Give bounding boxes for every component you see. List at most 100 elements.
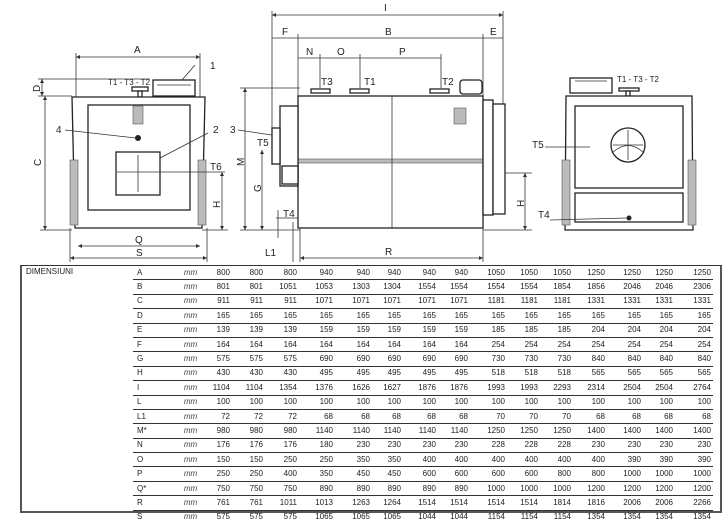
dimension-value: 1140	[403, 423, 438, 439]
dimension-value: 1051	[265, 279, 299, 295]
dimension-value: 1065	[383, 512, 401, 522]
dimension-value: 1140	[335, 423, 372, 439]
dimension-value: 450	[372, 466, 403, 482]
table-spacer	[20, 280, 133, 294]
dimension-key: Q*	[133, 481, 180, 497]
dimension-value: 68	[675, 409, 713, 425]
dimension-value: 400	[540, 452, 573, 468]
dimension-value: 2504	[607, 380, 643, 396]
t4-label: T4	[283, 209, 295, 220]
dimension-value: 1400	[607, 423, 643, 439]
dimension-value: 1140	[438, 423, 470, 439]
dimension-value: 100	[540, 395, 573, 410]
dim-h-side-label: H	[516, 200, 527, 207]
dim-d-label: D	[32, 85, 43, 92]
dimension-value: 165	[299, 308, 335, 324]
dimension-value: 68	[372, 409, 403, 425]
dimension-value: 1856	[573, 279, 607, 295]
dimension-value: 1354	[623, 512, 641, 522]
dimension-value: 430	[232, 366, 265, 382]
dimension-value: 185	[540, 323, 573, 338]
table-spacer	[20, 352, 133, 366]
dimension-value: 176	[265, 438, 299, 454]
dimension-value: 159	[372, 323, 403, 338]
dimension-value: 180	[299, 438, 335, 454]
dim-h-label: H	[212, 201, 223, 208]
dimension-value: 800	[573, 466, 607, 482]
dimension-value: 1000	[643, 466, 675, 482]
unit-label: mm	[180, 366, 203, 382]
dimension-value: 518	[507, 366, 540, 382]
dimension-value: 70	[507, 409, 540, 425]
dimension-value: 1554	[438, 279, 470, 295]
dimension-value: 1104	[203, 380, 232, 396]
dimension-value: 164	[203, 337, 232, 353]
dimension-value: 890	[403, 481, 438, 497]
dimension-key: R	[133, 495, 180, 511]
dimension-value: 165	[335, 308, 372, 324]
dimension-value: 1250	[643, 266, 675, 281]
dimension-value: 911	[265, 294, 299, 310]
unit-label: mm	[180, 294, 203, 310]
dimension-value: 890	[372, 481, 403, 497]
dim-o-label: O	[337, 47, 345, 58]
table-spacer	[20, 438, 133, 452]
dimension-value: 565	[607, 366, 643, 382]
dimension-value: 165	[643, 308, 675, 324]
dimension-value: 68	[403, 409, 438, 425]
dimension-value: 1514	[507, 495, 540, 511]
unit-label: mm	[180, 351, 203, 367]
dimension-value: 690	[335, 351, 372, 367]
dimension-key: S	[137, 512, 143, 522]
unit-label: mm	[180, 380, 203, 396]
dimension-value: 1554	[403, 279, 438, 295]
dimension-value: 1000	[470, 481, 507, 497]
dimension-value: 165	[438, 308, 470, 324]
dimension-value: 840	[607, 351, 643, 367]
dimension-value: 1331	[643, 294, 675, 310]
dimension-value: 575	[203, 351, 232, 367]
unit-label: mm	[180, 452, 203, 468]
side-view: I F B E N O P T3 T1 T2 T5 G T4 L1 R H	[253, 3, 532, 262]
dimension-value: 165	[372, 308, 403, 324]
dimension-value: 690	[372, 351, 403, 367]
dimension-value: 1376	[299, 380, 335, 396]
table-spacer	[20, 496, 133, 510]
dimension-value: 1514	[470, 495, 507, 511]
dimension-value: 1013	[299, 495, 335, 511]
dimension-value: 100	[438, 395, 470, 410]
rear-view: T1 - T3 - T2 T5 T4	[532, 75, 697, 231]
dimension-value: 1627	[372, 380, 403, 396]
dimension-value: 495	[403, 366, 438, 382]
dimension-value: 72	[232, 409, 265, 425]
dimension-value: 1400	[643, 423, 675, 439]
dimension-value: 1071	[438, 294, 470, 310]
dimension-value: 1400	[573, 423, 607, 439]
unit-label: mm	[183, 512, 198, 522]
dimension-value: 100	[607, 395, 643, 410]
dimension-value: 350	[335, 452, 372, 468]
dimension-value: 800	[203, 266, 232, 281]
dimension-value: 980	[265, 423, 299, 439]
dimension-value: 165	[470, 308, 507, 324]
dimension-value: 204	[607, 323, 643, 338]
dimension-value: 1181	[470, 294, 507, 310]
dimension-value: 1854	[540, 279, 573, 295]
dimension-value: 980	[203, 423, 232, 439]
dimension-value: 800	[540, 466, 573, 482]
dimension-value: 890	[335, 481, 372, 497]
dimension-value: 1154	[487, 512, 505, 522]
dimension-value: 1140	[299, 423, 335, 439]
dimension-value: 730	[470, 351, 507, 367]
dimension-value: 230	[607, 438, 643, 454]
dimension-value: 940	[372, 266, 403, 281]
dimension-value: 750	[265, 481, 299, 497]
dimension-value: 1200	[643, 481, 675, 497]
unit-label: mm	[180, 481, 203, 497]
dimension-value: 150	[232, 452, 265, 468]
dimension-value: 690	[403, 351, 438, 367]
